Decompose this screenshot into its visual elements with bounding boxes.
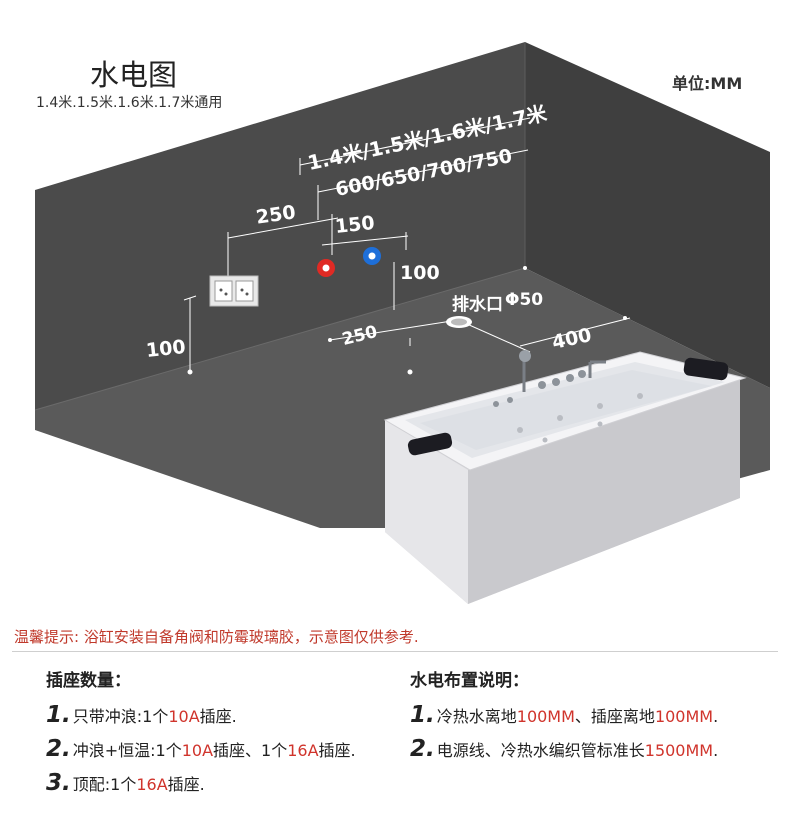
sockets-title: 插座数量：: [46, 671, 131, 691]
cold-water-valve-icon: [363, 247, 381, 265]
wall-socket-icon: [209, 275, 259, 307]
valve-spacing-label: 150: [333, 211, 376, 239]
divider: [12, 651, 778, 652]
drain-label-text: 排水口: [452, 295, 503, 315]
text-segment: 插座、1个: [213, 741, 288, 760]
list-number: 2.: [46, 736, 71, 762]
text-segment: 10A: [168, 707, 200, 726]
layout-notes-title: 水电布置说明：: [410, 671, 529, 691]
text-segment: .: [713, 741, 719, 760]
hot-water-valve-icon: [317, 259, 335, 277]
plumbing-electrical-diagram: [34, 42, 770, 604]
text-segment: .: [713, 707, 719, 726]
list-number: 2.: [410, 736, 435, 762]
page-subtitle: 1.4米.1.5米.1.6米.1.7米通用: [36, 95, 223, 111]
install-tip: 温馨提示: 浴缸安装自备角阀和防霉玻璃胶，示意图仅供参考.: [14, 628, 419, 646]
dimension-dots: [187, 266, 627, 375]
text-segment: 100MM: [516, 707, 575, 726]
text-segment: 100MM: [654, 707, 714, 726]
text-segment: 冲浪+恒温:1个: [72, 741, 182, 760]
text-segment: 插座.: [167, 775, 205, 794]
text-segment: 10A: [181, 741, 214, 760]
text-segment: 电源线、冷热水编织管标准长: [436, 741, 645, 760]
valve-height-label: 100: [400, 262, 440, 284]
socket-height-label: 100: [144, 335, 187, 363]
list-number: 3.: [46, 770, 71, 796]
wall-floor-seam: [34, 267, 526, 411]
page-title: 水电图: [90, 58, 178, 92]
list-number: 1.: [46, 702, 71, 728]
drain-outlet-icon: [446, 316, 472, 328]
drain-label: 排水口 Φ50: [452, 290, 543, 315]
text-segment: 冷热水离地: [436, 707, 517, 726]
text-segment: 16A: [287, 741, 319, 760]
dimension-lines: [183, 117, 631, 372]
text-segment: 顶配:1个: [72, 775, 137, 794]
text-segment: 、插座离地: [574, 707, 655, 726]
right-wall: [525, 42, 770, 388]
text-segment: 只带冲浪:1个: [72, 707, 169, 726]
list-number: 1.: [410, 702, 435, 728]
bathtub-icon: [383, 350, 747, 604]
text-segment: 插座.: [199, 707, 237, 726]
text-segment: 1500MM: [644, 741, 714, 760]
unit-label: 单位:MM: [672, 74, 743, 93]
drain-size: Φ50: [505, 290, 544, 310]
back-wall: [35, 42, 525, 410]
text-segment: 插座.: [318, 741, 356, 760]
text-segment: 16A: [136, 775, 168, 794]
